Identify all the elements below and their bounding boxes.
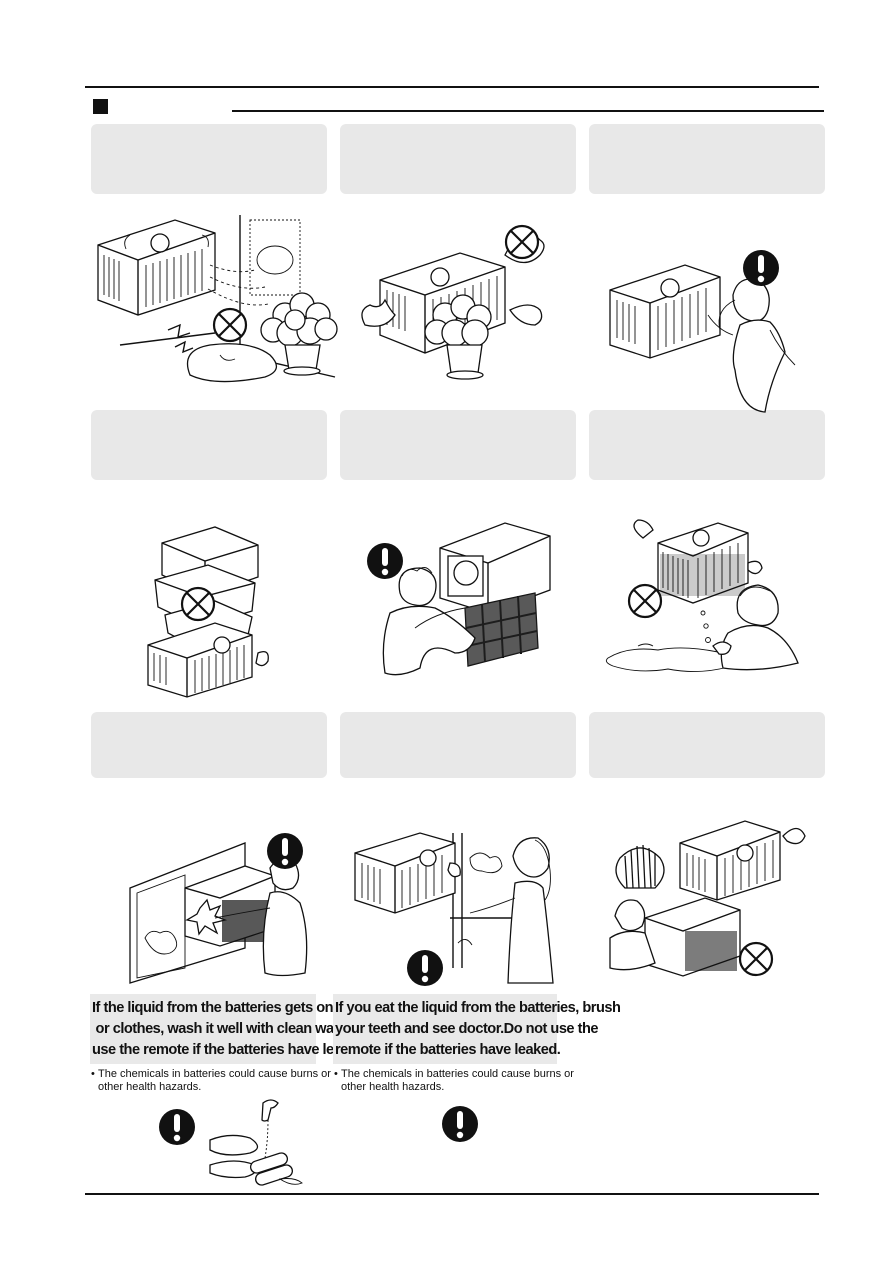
warning-line: use the remote if the batteries have lea… [92,1042,369,1058]
battery-eat-detail: •The chemicals in batteries could cause … [334,1068,574,1094]
caption-box-2 [340,124,576,194]
illustration-no-stacking [140,525,280,698]
illustration-airflow-plants-pets [90,205,340,390]
prohibited-icon [180,586,216,622]
illustration-window-ventilate [350,828,565,988]
illustration-check-unit [595,240,815,413]
footer-rule [85,1193,819,1195]
battery-eat-warning: If you eat the liquid from the batteries… [333,994,621,1064]
caption-box-8 [340,712,576,778]
detail-line: The chemicals in batteries could cause b… [98,1068,331,1080]
exclamation-icon [159,1109,195,1145]
warning-line: or clothes, wash it well with clean wate… [92,1021,401,1037]
illustration-battery-wash [155,1095,315,1187]
section-marker-square [93,99,108,114]
battery-skin-warning: If the liquid from the batteries gets on… [90,994,410,1064]
caption-box-1 [91,124,327,194]
warning-line: If the liquid from the batteries gets on… [92,1000,410,1016]
illustration-clean-filter [360,518,560,690]
section-heading-rule [232,110,824,112]
prohibited-icon [212,307,248,343]
caption-box-3 [589,124,825,194]
caption-box-5 [340,410,576,480]
prohibited-icon [627,583,663,619]
illustration-water-leak [598,518,823,690]
battery-skin-detail: •The chemicals in batteries could cause … [91,1068,331,1094]
exclamation-icon [407,950,443,986]
detail-line: other health hazards. [341,1081,445,1093]
exclamation-icon [367,543,403,579]
illustration-no-objects-on-unit [355,215,555,385]
exclamation-icon [743,250,779,286]
detail-line: other health hazards. [98,1081,202,1093]
warning-line: your teeth and see doctor.Do not use the [335,1021,599,1037]
warning-line: If you eat the liquid from the batteries… [335,1000,621,1016]
exclamation-icon [440,1104,480,1144]
caption-box-6 [589,410,825,480]
warning-line: remote if the batteries have leaked. [335,1042,561,1058]
caption-box-7 [91,712,327,778]
prohibited-icon [504,224,540,260]
caption-box-9 [589,712,825,778]
illustration-window-install [125,828,315,988]
bullet: • [91,1068,95,1080]
prohibited-icon [738,941,774,977]
header-top-rule [85,86,819,88]
caption-box-4 [91,410,327,480]
illustration-no-spray [605,818,815,978]
exclamation-icon [267,833,303,869]
bullet: • [334,1068,338,1080]
detail-line: The chemicals in batteries could cause b… [341,1068,574,1080]
